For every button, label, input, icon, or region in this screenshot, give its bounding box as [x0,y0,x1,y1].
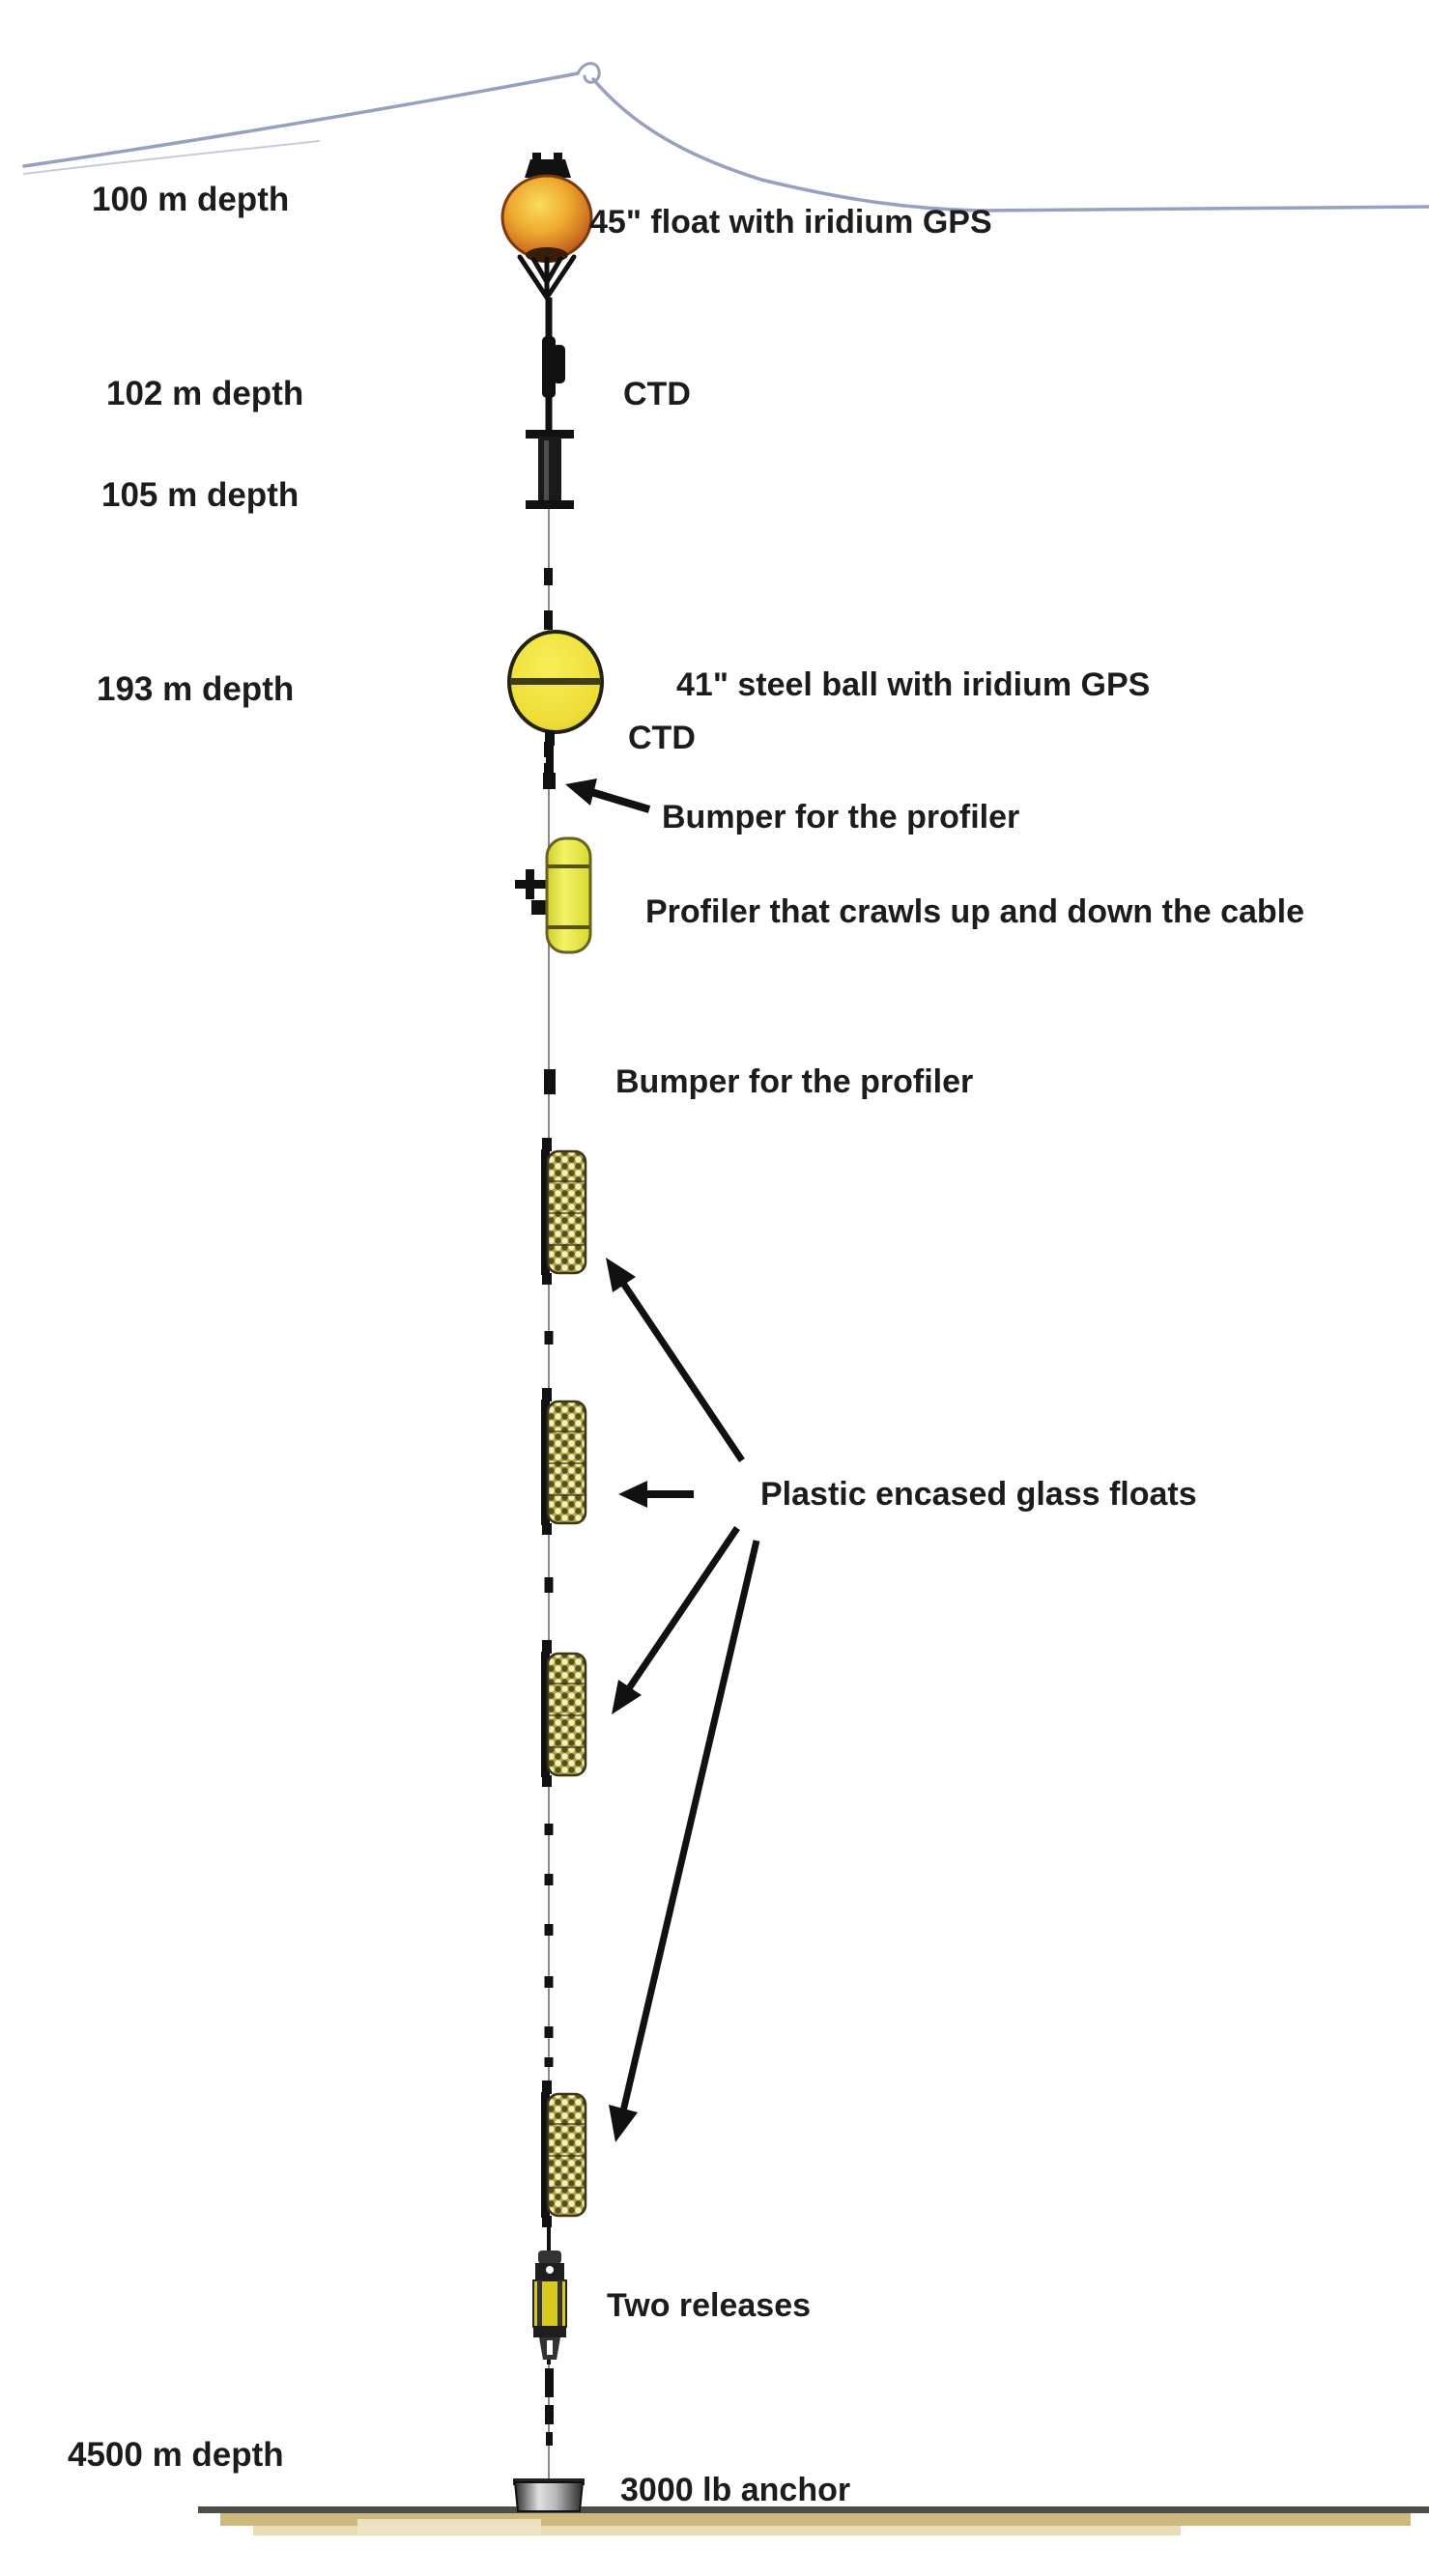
annotation-arrows [565,778,760,2142]
instrument-105m [526,430,574,509]
depth-label-4500m: 4500 m depth [68,2436,284,2474]
surface-wave [22,62,1429,212]
steel-ball-41 [507,630,604,763]
float-collar [526,247,568,263]
arrow-cluster-2 [618,1481,694,1508]
depth-label-102m: 102 m depth [106,375,303,412]
anchor-body [513,2481,585,2512]
label-glass-floats: Plastic encased glass floats [760,1476,1197,1513]
seafloor-sand-patch [357,2519,541,2534]
ctd-mid-instrument [544,742,554,773]
bumper-upper [543,773,556,789]
glass-float-cluster-4 [539,2079,587,2229]
profiler [515,836,592,954]
profiler-body [545,836,592,954]
depth-label-100m: 100 m depth [92,181,289,218]
depth-label-193m: 193 m depth [97,670,294,708]
arrow-bumper-upper [565,778,651,813]
arrow-cluster-4 [609,1540,760,2142]
depth-label-105m: 105 m depth [101,476,299,514]
seafloor-line [198,2506,1429,2513]
label-ctd-mid: CTD [628,720,696,756]
label-anchor: 3000 lb anchor [620,2472,850,2508]
anchor [513,2478,585,2512]
label-bumper-lower: Bumper for the profiler [615,1063,973,1100]
glass-float-cluster-3 [539,1638,587,1789]
seafloor-sand-light [253,2526,1181,2535]
float-45 [500,153,593,302]
label-profiler: Profiler that crawls up and down the cab… [645,893,1304,930]
glass-float-cluster-2 [539,1386,587,1537]
glass-float-cluster-1 [539,1136,587,1287]
bumper-lower [544,1069,556,1094]
label-two-releases: Two releases [607,2287,811,2324]
label-steel-ball: 41" steel ball with iridium GPS [676,666,1150,703]
float-ball [500,174,593,261]
arrow-cluster-3 [612,1526,740,1714]
seafloor [198,2506,1429,2535]
arrow-cluster-1 [606,1258,745,1462]
cable-stops [544,568,554,2446]
float-bridle [517,254,577,302]
label-bumper-upper: Bumper for the profiler [662,799,1019,835]
float-cap [525,159,571,178]
ctd-upper-instrument [542,336,565,398]
release-pair [532,2250,567,2360]
steel-ball-seam [510,678,601,685]
label-ctd-upper: CTD [623,376,691,412]
label-float-45: 45" float with iridium GPS [589,204,992,241]
